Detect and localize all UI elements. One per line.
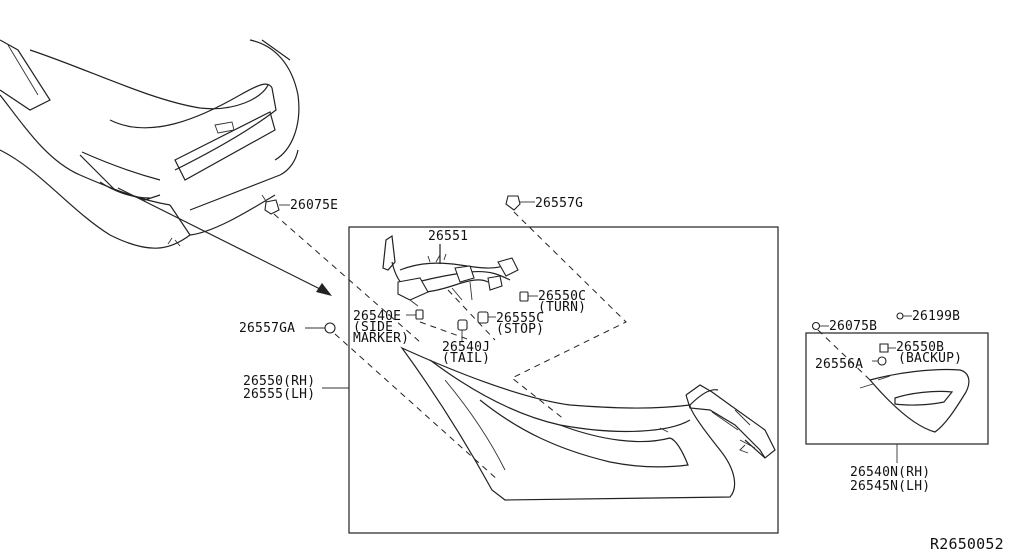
label-26540J: 26540J — [442, 340, 490, 355]
clip-26199B — [896, 312, 904, 320]
socket-26555C — [477, 311, 489, 324]
label-backup: (BACKUP) — [898, 351, 962, 366]
label-26557G: 26557G — [535, 196, 583, 211]
rear-combination-lamp-frame — [348, 226, 779, 534]
label-26550RH: 26550(RH) — [243, 374, 315, 389]
socket-26556A — [877, 356, 887, 366]
label-marker: MARKER) — [353, 331, 409, 346]
label-26550B: 26550B — [896, 340, 944, 355]
back-up-lamp-assembly — [811, 312, 970, 463]
location-arrow — [117, 187, 332, 296]
clip-26557G — [505, 195, 521, 211]
label-26540NRH: 26540N(RH) — [850, 465, 930, 480]
label-26556A: 26556A — [815, 357, 863, 372]
label-26551: 26551 — [428, 229, 468, 244]
socket-26550C — [519, 291, 529, 302]
wiring-harness-26551 — [382, 234, 519, 307]
label-tail: (TAIL) — [442, 351, 490, 366]
label-side: (SIDE — [353, 320, 393, 335]
grommet-26557GA — [324, 322, 336, 334]
socket-26540E — [415, 309, 424, 320]
socket-26540J — [457, 319, 468, 331]
label-26075B: 26075B — [829, 319, 877, 334]
vehicle-rear-illustration — [0, 39, 300, 249]
label-26555C: 26555C — [496, 311, 544, 326]
label-26555LH: 26555(LH) — [243, 387, 315, 402]
rear-combination-lamp-body — [400, 346, 776, 501]
label-turn: (TURN) — [538, 300, 586, 315]
label-26199B: 26199B — [912, 309, 960, 324]
reference-code: R2650052 — [930, 535, 1004, 553]
part-labels: 26075E 26557G 26551 26550C (TURN) 26555C… — [239, 196, 1004, 553]
clip-26075B — [811, 321, 821, 331]
label-26550C: 26550C — [538, 289, 586, 304]
bulb-sockets — [264, 195, 529, 334]
clip-26075E — [264, 199, 280, 215]
label-stop: (STOP) — [496, 322, 544, 337]
label-26540E: 26540E — [353, 309, 401, 324]
label-26075E: 26075E — [290, 198, 338, 213]
label-26545NLH: 26545N(LH) — [850, 479, 930, 494]
label-26557GA: 26557GA — [239, 321, 295, 336]
leader-lines — [279, 201, 538, 389]
socket-26550B — [879, 343, 889, 353]
